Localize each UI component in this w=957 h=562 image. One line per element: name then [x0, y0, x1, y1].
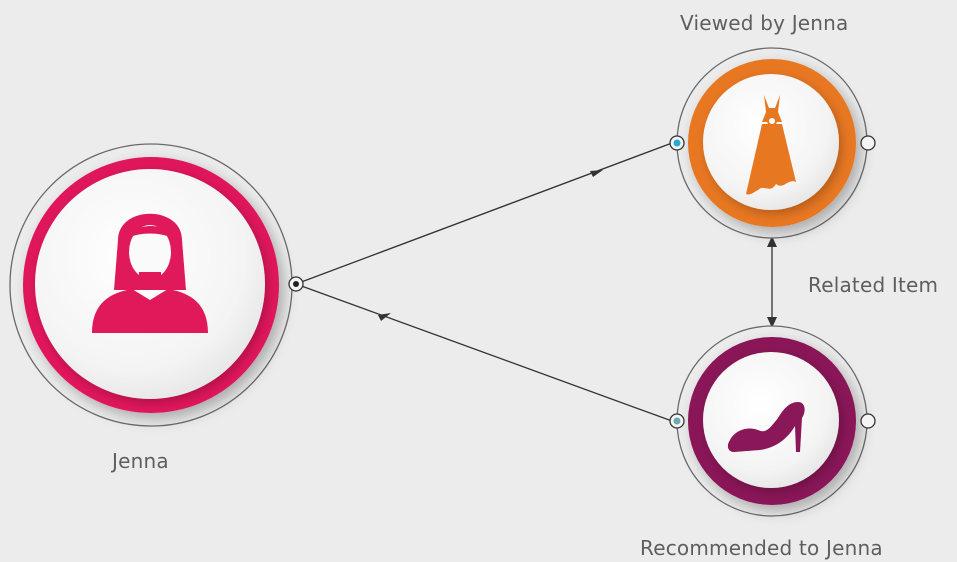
edge-recommended-to-user — [295, 283, 673, 422]
related-item-label: Related Item — [808, 273, 939, 297]
node-recommended[interactable] — [669, 325, 876, 517]
node-recommended-face — [703, 352, 839, 488]
edge-user-to-viewed — [295, 142, 673, 285]
edge-arrow-up — [767, 236, 777, 247]
node-viewed-in-port-dot — [673, 139, 681, 147]
dress-icon — [746, 95, 796, 195]
connectors — [295, 142, 777, 422]
edge-arrow-viewed — [590, 170, 603, 177]
high-heel-shoe-icon — [727, 402, 805, 452]
node-viewed-label: Viewed by Jenna — [680, 11, 849, 35]
node-user-port-dot — [293, 281, 299, 287]
node-recommended-label: Recommended to Jenna — [640, 536, 883, 560]
edge-arrow-down — [767, 317, 777, 328]
node-user[interactable] — [9, 143, 304, 427]
node-user-label: Jenna — [112, 449, 169, 473]
node-recommended-out-port[interactable] — [860, 413, 876, 429]
node-recommended-in-port-dot — [673, 417, 681, 425]
edge-arrow-user — [378, 313, 391, 321]
woman-icon — [92, 213, 208, 333]
node-viewed-out-port[interactable] — [860, 135, 876, 151]
node-viewed[interactable] — [669, 47, 876, 239]
